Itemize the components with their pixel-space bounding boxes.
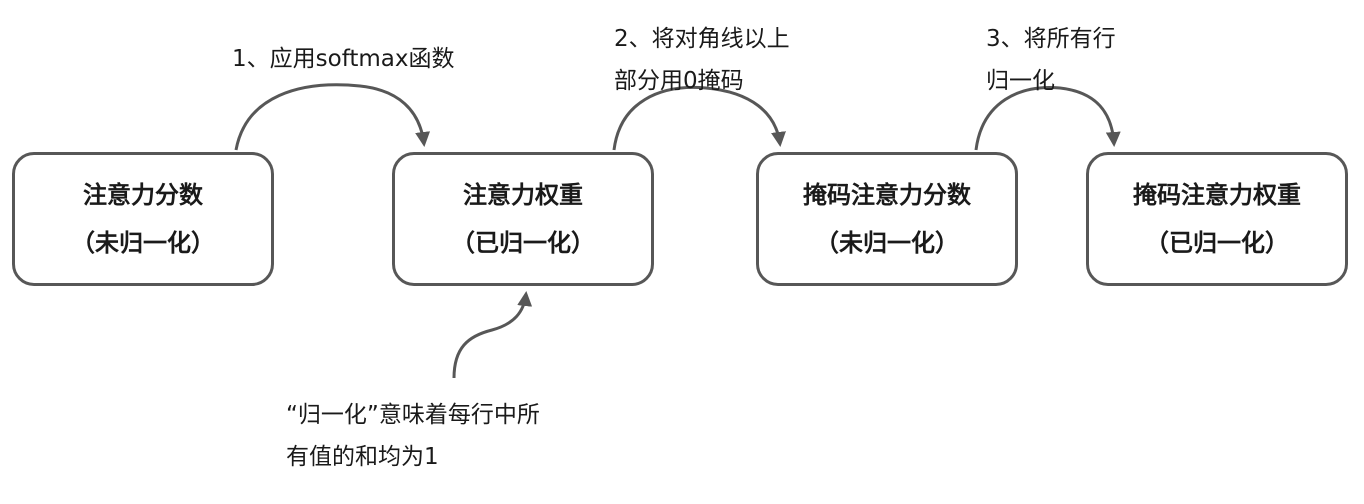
arrow-step-3 bbox=[974, 85, 1121, 151]
node-attention-scores-subtitle: （未归一化） bbox=[71, 229, 215, 257]
arrow-note bbox=[452, 291, 533, 379]
arrow-step-1 bbox=[234, 83, 431, 151]
normalization-note-line2: 有值的和均为1 bbox=[286, 444, 439, 470]
node-masked-attention-weights: 掩码注意力权重 （已归一化） bbox=[1086, 152, 1348, 286]
node-attention-scores: 注意力分数 （未归一化） bbox=[12, 152, 274, 286]
node-masked-attention-scores-subtitle: （未归一化） bbox=[815, 229, 959, 257]
node-attention-weights-subtitle: （已归一化） bbox=[451, 229, 595, 257]
step-3-label-line2: 归一化 bbox=[986, 68, 1055, 94]
step-3-label-line1: 3、将所有行 bbox=[986, 26, 1116, 52]
node-masked-attention-scores: 掩码注意力分数 （未归一化） bbox=[756, 152, 1018, 286]
normalization-note-line1: “归一化”意味着每行中所 bbox=[286, 402, 540, 428]
arrow-step-2 bbox=[612, 85, 786, 151]
step-3-label: 3、将所有行 归一化 bbox=[986, 18, 1116, 102]
step-2-label-line2: 部分用0掩码 bbox=[614, 68, 744, 94]
node-masked-attention-scores-title: 掩码注意力分数 bbox=[803, 181, 971, 209]
step-1-label: 1、应用softmax函数 bbox=[232, 38, 455, 80]
node-attention-weights-title: 注意力权重 bbox=[463, 181, 583, 209]
step-2-label-line1: 2、将对角线以上 bbox=[614, 26, 790, 52]
step-2-label: 2、将对角线以上 部分用0掩码 bbox=[614, 18, 790, 102]
node-masked-attention-weights-subtitle: （已归一化） bbox=[1145, 229, 1289, 257]
node-masked-attention-weights-title: 掩码注意力权重 bbox=[1133, 181, 1301, 209]
node-attention-weights: 注意力权重 （已归一化） bbox=[392, 152, 654, 286]
step-1-label-line1: 1、应用softmax函数 bbox=[232, 46, 455, 72]
node-attention-scores-title: 注意力分数 bbox=[83, 181, 203, 209]
normalization-note: “归一化”意味着每行中所 有值的和均为1 bbox=[286, 394, 540, 478]
